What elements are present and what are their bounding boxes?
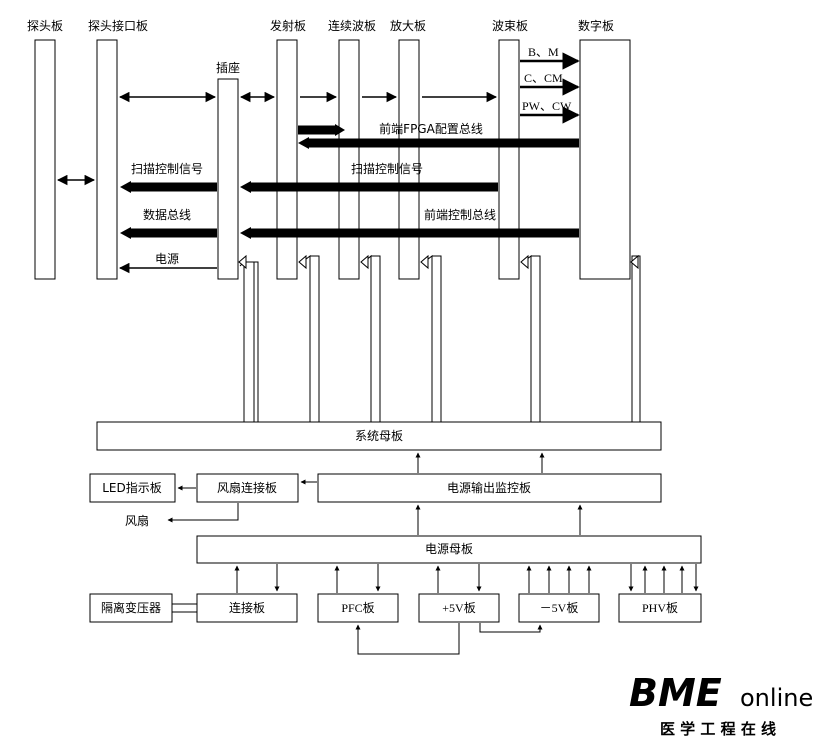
transmit-label: 发射板 [270,18,306,33]
probe-interface-board [96,39,118,280]
probe-board [34,39,56,280]
digital-label: 数字板 [578,18,614,33]
scan-ctrl-left-label: 扫描控制信号 [131,162,203,176]
led-indicator-board [89,473,176,503]
fan-connector-label: 风扇连接板 [217,480,277,495]
connector-board-label: 连接板 [229,600,265,615]
frontend-ctrl-bus-label: 前端控制总线 [424,207,496,222]
power-motherboard-label: 电源母板 [425,542,473,556]
pwcw-label: PW、CW [522,99,572,113]
led-indicator-label: LED指示板 [102,480,162,495]
cw-label: 连续波板 [328,18,376,33]
power-label: 电源 [155,252,179,266]
plus5v-board-label: +5V板 [442,601,475,615]
power-board-arrows [234,564,699,593]
power-motherboard [196,535,702,564]
socket-board [217,78,239,280]
probe-interface-label: 探头接口板 [88,18,148,33]
bm-label: B、M [528,45,559,59]
logo-online: online [740,684,813,712]
phv-board-label: PHV板 [642,601,678,615]
power-feed-heads [238,254,639,270]
amplifier-board [398,39,420,280]
data-bus-label: 数据总线 [143,207,191,222]
plus5v-to-pfc-link [355,623,460,655]
beam-board [498,39,520,280]
isolation-transformer [89,593,173,623]
minus5v-board [518,593,600,623]
pfc-board-label: PFC板 [341,601,374,615]
fan-output-arrow [167,503,239,523]
power-feeds [239,254,641,422]
power-monitor-board [317,473,662,503]
digital-board [579,39,631,280]
bme-online-logo: BME online 医 学 工 程 在 线 [629,671,813,738]
system-motherboard [96,421,662,451]
ccm-label: C、CM [524,71,563,85]
phv-board [618,593,702,623]
socket-label: 插座 [216,60,240,75]
probe-board-label: 探头板 [27,19,63,33]
fan-label: 风扇 [125,513,149,528]
system-motherboard-label: 系统母板 [355,429,403,443]
logo-tagline: 医 学 工 程 在 线 [660,720,776,738]
plus5v-to-minus5v-link [479,623,543,633]
pfc-board [317,593,399,623]
amplifier-label: 放大板 [390,18,426,33]
transmit-board [276,39,298,280]
scan-ctrl-mid-label: 扫描控制信号 [351,162,423,176]
fan-connector-board [196,473,299,503]
minus5v-board-label: －5V板 [540,601,579,615]
connector-board [196,593,298,623]
beam-label: 波束板 [492,19,528,33]
power-monitor-label: 电源输出监控板 [447,480,531,495]
logo-brand: BME [629,671,722,715]
cw-board [338,39,360,280]
plus5v-board [418,593,500,623]
fpga-bus-label: 前端FPGA配置总线 [379,121,483,136]
isolation-transformer-label: 隔离变压器 [101,600,161,615]
